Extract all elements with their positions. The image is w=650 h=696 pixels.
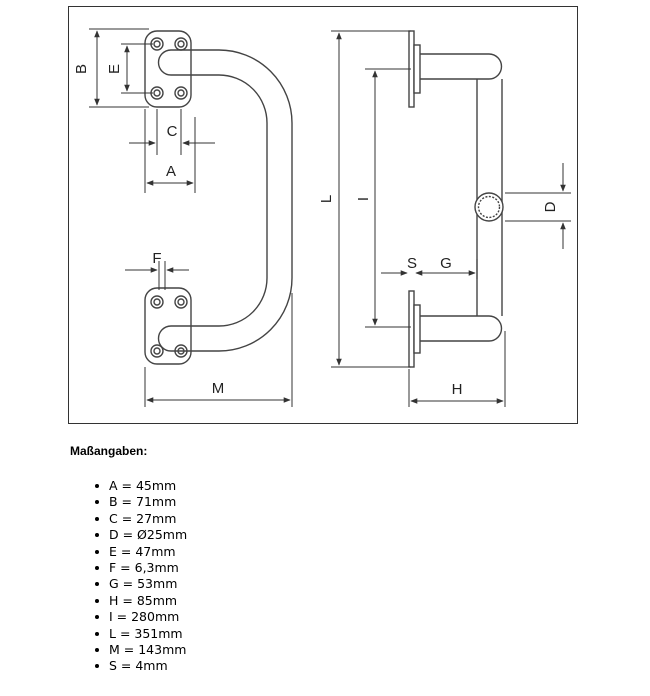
spec-item: S = 4mm [92,658,187,674]
spec-item: B = 71mm [92,494,187,510]
handle-side-view [408,30,504,368]
label-g: G [440,255,452,272]
label-d: D [542,201,559,212]
spec-item: H = 85mm [92,593,187,609]
spec-item: L = 351mm [92,626,187,642]
spec-item: F = 6,3mm [92,560,187,576]
label-b: B [73,64,90,74]
technical-drawing: B E C A F M L I D S G H [68,6,578,424]
label-h: H [452,381,463,398]
label-c: C [167,123,178,140]
spec-item: I = 280mm [92,609,187,625]
spec-item: C = 27mm [92,511,187,527]
label-f: F [152,250,161,267]
spec-item: E = 47mm [92,544,187,560]
screw-holes-top [150,37,188,100]
handle-front-view [144,30,293,365]
dimension-labels: B E C A F M L I D S G H [73,64,559,398]
label-s: S [407,255,417,272]
spec-item: G = 53mm [92,576,187,592]
handle-diagram-svg: B E C A F M L I D S G H [73,28,571,407]
screw-holes-bottom [150,295,188,358]
front-dimensions [89,28,293,407]
label-m: M [212,380,225,397]
spec-item: A = 45mm [92,478,187,494]
side-dimensions [331,30,571,407]
label-e: E [106,64,123,74]
label-a: A [166,163,176,180]
specs-list: A = 45mm B = 71mm C = 27mm D = Ø25mm E =… [92,478,187,675]
specs-heading: Maßangaben: [70,444,148,458]
spec-item: D = Ø25mm [92,527,187,543]
label-l: L [318,195,335,203]
spec-item: M = 143mm [92,642,187,658]
label-i: I [355,197,372,201]
